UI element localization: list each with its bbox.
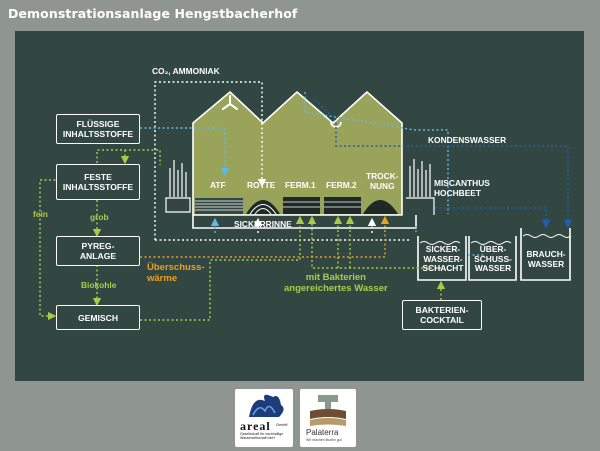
palaterra-logo: Palaterra Wir machen Boden gut bbox=[300, 389, 356, 447]
label-atf: ATF bbox=[210, 180, 226, 190]
bacteria-water-line bbox=[307, 215, 446, 300]
fan-icon bbox=[222, 95, 238, 110]
label-grob: grob bbox=[90, 212, 109, 222]
sicker-flow-line bbox=[210, 217, 486, 256]
node-bakterien-cocktail: BAKTERIEN- COCKTAIL bbox=[402, 300, 482, 330]
label-co2: CO₂, AMMONIAK bbox=[152, 66, 220, 76]
rotte-pile bbox=[246, 200, 280, 215]
co2-flow-line bbox=[154, 81, 410, 241]
kondenswasser-line bbox=[314, 99, 573, 229]
label-kondenswasser: KONDENSWASSER bbox=[428, 135, 507, 145]
palaterra-name: Palaterra bbox=[306, 428, 339, 437]
label-sickerrinne: SICKERRINNE bbox=[234, 219, 292, 229]
label-ueberschusswaerme: Überschuss- wärme bbox=[147, 262, 205, 284]
tank-brauchwasser bbox=[520, 228, 572, 281]
sickerrinne bbox=[192, 215, 417, 229]
label-ferm2: FERM.2 bbox=[326, 180, 357, 190]
areal-logo: areal GmbH Gesellschaft für nachhaltige … bbox=[235, 389, 293, 447]
tank-ueberschuss bbox=[468, 236, 517, 281]
palaterra-tagline: Wir machen Boden gut bbox=[306, 438, 342, 442]
label-trocknung: TROCK- NUNG bbox=[366, 171, 399, 191]
label-ferm1: FERM.1 bbox=[285, 180, 316, 190]
condenser-hook-icon bbox=[330, 121, 342, 128]
node-gemisch: GEMISCH bbox=[56, 305, 140, 330]
label-fein: fein bbox=[33, 209, 48, 219]
label-biokohle: Biokohle bbox=[81, 280, 117, 290]
atf-layers bbox=[195, 198, 243, 214]
label-brauchwasser: BRAUCH- WASSER bbox=[526, 249, 566, 269]
node-pyreg-anlage: PYREG- ANLAGE bbox=[56, 236, 140, 266]
node-feste-inhaltsstoffe: FESTE INHALTSSTOFFE bbox=[56, 164, 140, 200]
areal-sub: GmbH bbox=[276, 422, 288, 427]
plants-right-icon bbox=[406, 159, 435, 215]
trocknung-pile bbox=[363, 200, 398, 214]
palaterra-emblem-icon bbox=[310, 395, 346, 426]
label-miscanthus: MISCANTHUS HOCHBEET bbox=[434, 178, 490, 198]
node-fluessige-inhaltsstoffe: FLÜSSIGE INHALTSSTOFFE bbox=[56, 114, 140, 144]
building bbox=[192, 91, 403, 216]
areal-emblem-icon bbox=[249, 394, 284, 417]
label-ueberschusswasser: ÜBER- SCHUSS- WASSER bbox=[474, 244, 512, 273]
label-bakterienwasser: mit Bakterien angereichertes Wasser bbox=[284, 272, 388, 294]
label-sickerwasser: SICKER- WASSER- SCHACHT bbox=[422, 244, 464, 273]
areal-tagline: Gesellschaft für nachhaltige Wasserwirts… bbox=[240, 432, 284, 440]
liquid-to-atf-line bbox=[140, 92, 449, 214]
waste-heat-line bbox=[140, 215, 390, 258]
solid-feed-line bbox=[39, 149, 305, 321]
tank-sickerwasser bbox=[417, 236, 467, 281]
plants-left-icon bbox=[165, 160, 191, 213]
areal-name: areal bbox=[240, 419, 271, 433]
fermenter-2 bbox=[324, 197, 361, 214]
label-rotte: ROTTE bbox=[247, 180, 276, 190]
page-title: Demonstrationsanlage Hengstbacherhof bbox=[8, 6, 298, 21]
fermenter-1 bbox=[283, 197, 320, 214]
